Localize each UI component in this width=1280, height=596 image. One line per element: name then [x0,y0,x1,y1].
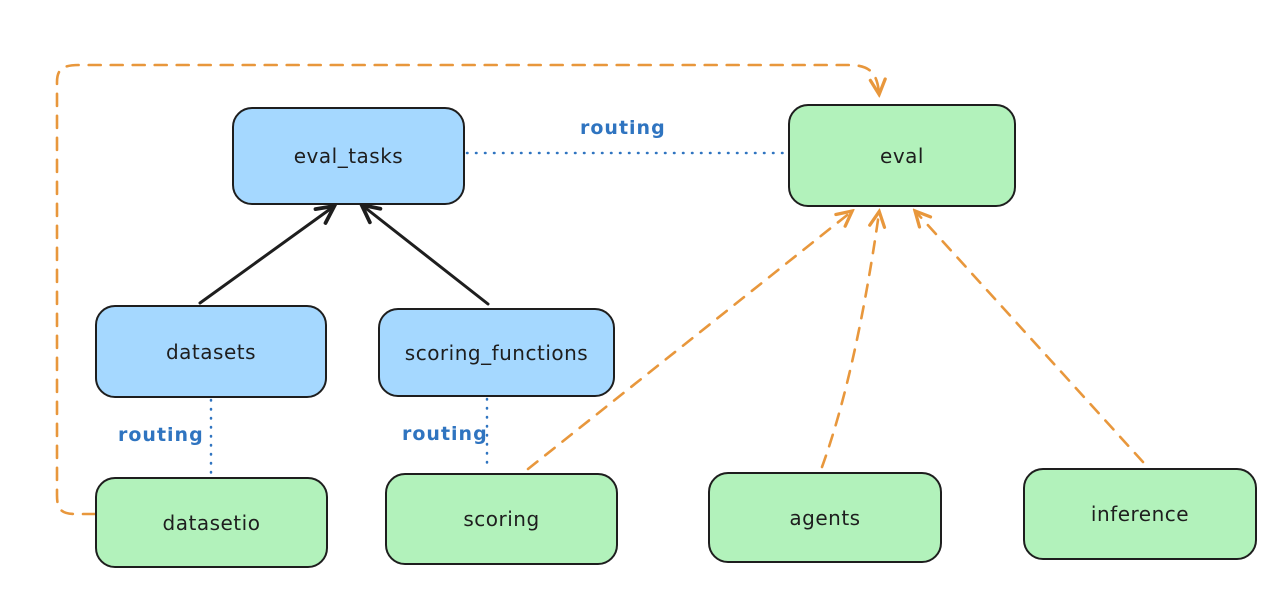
node-inference-label: inference [1090,502,1190,526]
node-inference: inference [1023,468,1257,560]
edge-inference-to-eval [916,212,1145,464]
node-agents-label: agents [789,505,861,530]
node-eval: eval [788,104,1016,207]
routing-label-scoring-functions-scoring: routing [402,423,488,445]
node-eval-tasks-label: eval_tasks [293,144,404,168]
node-agents: agents [708,472,942,563]
node-scoring: scoring [385,473,618,565]
routing-label-datasets-datasetio: routing [118,424,204,446]
node-datasetio-label: datasetio [162,510,261,535]
edge-scoring-functions-to-eval-tasks [363,206,490,306]
edge-datasetio-to-eval [55,63,879,516]
node-datasets-label: datasets [165,339,257,364]
edge-scoring-to-eval [526,212,851,471]
node-datasets: datasets [95,305,327,398]
node-eval-tasks: eval_tasks [232,107,465,205]
edge-agents-to-eval [820,213,879,469]
routing-label-eval-tasks-eval: routing [580,117,666,139]
node-scoring-label: scoring [463,507,540,531]
node-scoring-functions-label: scoring_functions [404,340,589,365]
edge-datasets-to-eval-tasks [198,207,333,305]
node-scoring-functions: scoring_functions [378,308,615,397]
node-datasetio: datasetio [95,477,328,568]
node-eval-label: eval [880,143,924,168]
